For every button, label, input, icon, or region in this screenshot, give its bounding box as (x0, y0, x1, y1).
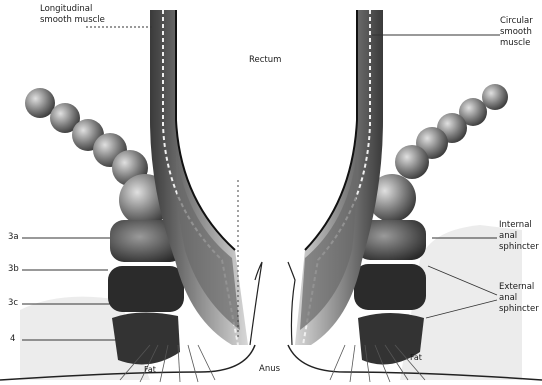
label-3b: 3b (8, 264, 19, 275)
label-fat-right: Fat (410, 352, 422, 363)
label-circular-muscle: Circular smooth muscle (500, 16, 533, 49)
levator-chain-right (368, 84, 508, 222)
levator-chain-left (25, 88, 171, 226)
label-rectum: Rectum (249, 55, 281, 66)
label-fat-left: Fat (144, 364, 156, 375)
label-longitudinal-muscle: Longitudinal smooth muscle (40, 4, 105, 26)
label-internal-sphincter: Internal anal sphincter (499, 220, 539, 253)
label-anus: Anus (259, 364, 280, 375)
label-3a: 3a (8, 232, 19, 243)
label-4: 4 (10, 334, 15, 345)
label-external-sphincter: External anal sphincter (499, 282, 539, 315)
label-3c: 3c (8, 298, 18, 309)
